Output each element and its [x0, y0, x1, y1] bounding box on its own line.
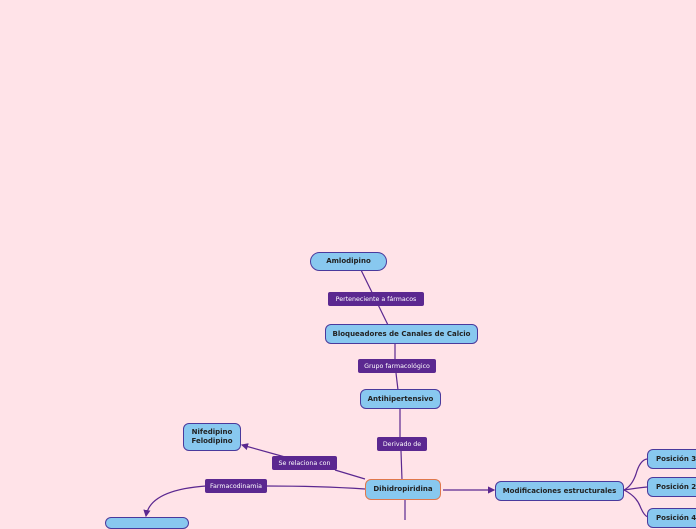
connector-antihipertensivo-dihidropiridina: [399, 408, 403, 481]
connector-modificaciones-posicion2: [623, 486, 648, 491]
link-label-grupo-farmacologico: Grupo farmacológico: [358, 359, 436, 373]
connector-modificaciones-posicion3: [623, 458, 648, 491]
connector-dihidropiridina-nifedipino: [242, 445, 366, 480]
link-label-farmacodinamia: Farmacodinamia: [205, 479, 267, 493]
connector-bloqueadores-antihipertensivo: [394, 343, 399, 391]
node-posicion-4[interactable]: Posición 4: [647, 508, 696, 528]
node-dihidropiridina[interactable]: Dihidropiridina: [365, 479, 441, 500]
connector-dihidropiridina-farmacodinamia: [146, 485, 366, 516]
link-label-derivado: Derivado de: [377, 437, 427, 451]
connector-modificaciones-posicion4: [623, 489, 649, 518]
node-bloqueadores-canales-calcio[interactable]: Bloqueadores de Canales de Calcio: [325, 324, 478, 344]
link-label-perteneciente: Perteneciente a fármacos: [328, 292, 424, 306]
node-antihipertensivo[interactable]: Antihipertensivo: [360, 389, 441, 409]
link-label-relaciona: Se relaciona con: [272, 456, 337, 470]
node-posicion-3[interactable]: Posición 3: [647, 449, 696, 469]
node-farmacodinamia-target[interactable]: [105, 517, 189, 529]
node-posicion-2[interactable]: Posición 2: [647, 477, 696, 497]
node-nifedipino-felodipino[interactable]: Nifedipino Felodipino: [183, 423, 241, 451]
node-amlodipino[interactable]: Amlodipino: [310, 252, 387, 271]
node-modificaciones-estructurales[interactable]: Modificaciones estructurales: [495, 481, 624, 501]
